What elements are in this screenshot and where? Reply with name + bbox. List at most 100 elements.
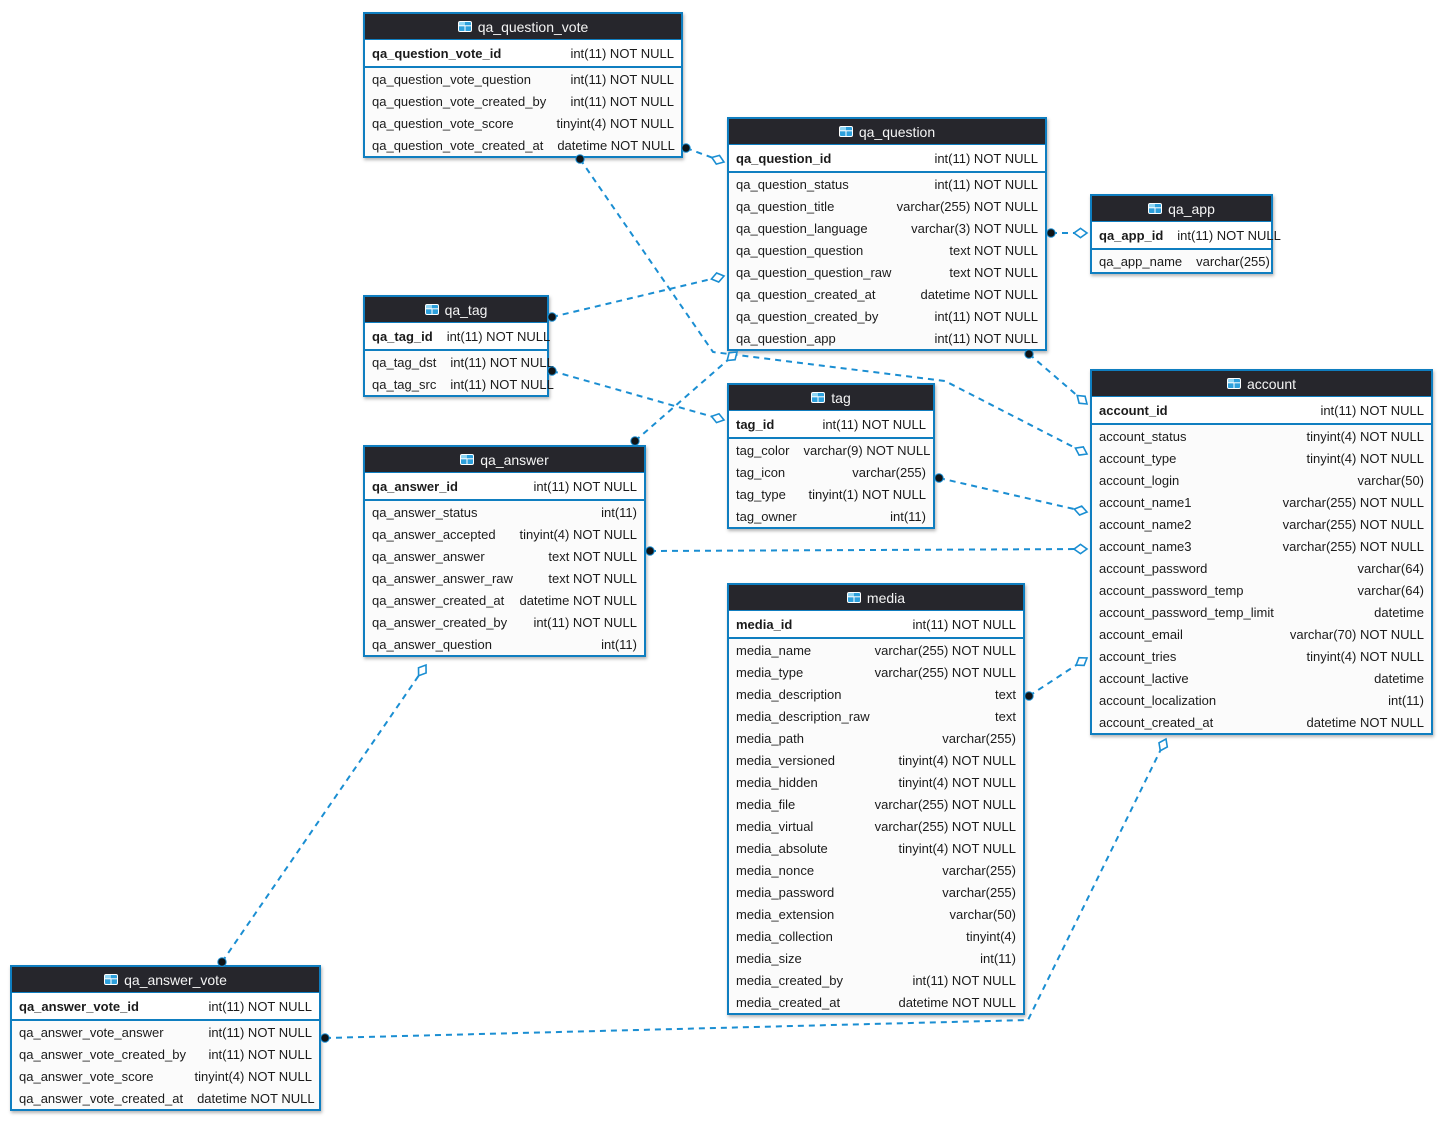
- table-title: qa_tag: [444, 301, 488, 318]
- table-qa_question_vote[interactable]: qa_question_vote qa_question_vote_id int(1…: [363, 12, 683, 158]
- column-name: media_extension: [736, 906, 835, 922]
- column-name: account_status: [1099, 428, 1187, 444]
- column-name: qa_question_vote_created_at: [372, 137, 544, 153]
- column-name: qa_answer_status: [372, 504, 478, 520]
- column-name: qa_question_status: [736, 176, 849, 192]
- column-type: varchar(255) NOT NULL: [874, 664, 1016, 680]
- table-header[interactable]: qa_question_vote: [365, 14, 681, 40]
- column-type: int(11) NOT NULL: [934, 330, 1038, 346]
- relationship-qa_question-to-qa_app: [1046, 227, 1089, 239]
- reference-diamond-marker: [417, 663, 427, 677]
- column-name: account_password_temp_limit: [1099, 604, 1274, 620]
- column-type: int(11) NOT NULL: [1320, 402, 1424, 418]
- column-type: varchar(70) NOT NULL: [1289, 626, 1424, 642]
- column-name: account_localization: [1099, 692, 1217, 708]
- column-type: varchar(9) NOT NULL: [803, 442, 931, 458]
- column-type: int(11) NOT NULL: [450, 354, 554, 370]
- column-name: media_collection: [736, 928, 833, 944]
- reference-diamond-marker: [710, 412, 726, 424]
- column-type: varchar(255) NOT NULL: [874, 796, 1016, 812]
- column-name: qa_answer_vote_answer: [19, 1024, 164, 1040]
- column-type: int(11) NOT NULL: [208, 1046, 312, 1062]
- column-type: int(11) NOT NULL: [533, 478, 637, 494]
- table-header[interactable]: qa_app: [1092, 196, 1271, 222]
- column-name: qa_tag_dst: [372, 354, 437, 370]
- table-grid-icon: [460, 454, 475, 465]
- column-type: int(11): [601, 504, 637, 520]
- fk-dot-marker: [1046, 228, 1056, 238]
- column-name: account_created_at: [1099, 714, 1214, 730]
- table-header[interactable]: media: [729, 585, 1023, 611]
- fk-dot-marker: [1024, 349, 1034, 359]
- table-header[interactable]: qa_answer: [365, 447, 644, 473]
- column-name: qa_answer_answer: [372, 548, 485, 564]
- column-type: int(11): [601, 636, 637, 652]
- column-type: int(11) NOT NULL: [934, 308, 1038, 324]
- column-type: tinyint(4) NOT NULL: [1306, 450, 1424, 466]
- column-type: varchar(255): [942, 862, 1016, 878]
- reference-diamond-marker: [1076, 394, 1089, 405]
- column-type: varchar(3) NOT NULL: [911, 220, 1038, 236]
- table-header[interactable]: account: [1092, 371, 1431, 397]
- fk-dot-marker: [320, 1033, 330, 1043]
- table-header[interactable]: qa_question: [729, 119, 1045, 145]
- table-grid-icon: [811, 392, 826, 403]
- column-name: qa_answer_accepted: [372, 526, 496, 542]
- column-name: qa_answer_vote_score: [19, 1068, 154, 1084]
- table-header[interactable]: tag: [729, 385, 933, 411]
- table-row: account_created_at datetime NOT NULL: [1092, 711, 1431, 733]
- relationship-qa_answer_vote-to-qa_answer: [217, 663, 427, 967]
- column-name: qa_answer_vote_created_by: [19, 1046, 186, 1062]
- column-type: datetime: [1374, 670, 1424, 686]
- column-name: media_nonce: [736, 862, 815, 878]
- table-header[interactable]: qa_answer_vote: [12, 967, 319, 993]
- pk-column-name: qa_question_vote_id: [372, 45, 502, 61]
- column-type: datetime NOT NULL: [1306, 714, 1424, 730]
- table-title: qa_question: [858, 123, 936, 140]
- reference-diamond-marker: [1072, 505, 1089, 516]
- fk-dot-marker: [934, 473, 944, 483]
- table-row: qa_answer_answer text NOT NULL: [365, 545, 644, 567]
- table-grid-icon: [1226, 378, 1241, 389]
- pk-column-name: media_id: [736, 616, 793, 632]
- column-type: int(11): [980, 950, 1016, 966]
- column-type: text NOT NULL: [548, 548, 637, 564]
- table-grid-icon: [1148, 203, 1163, 214]
- table-header[interactable]: qa_tag: [365, 297, 547, 323]
- relationship-qa_tag-to-tag: [547, 366, 726, 424]
- column-name: account_password: [1099, 560, 1208, 576]
- column-name: media_versioned: [736, 752, 836, 768]
- column-name: qa_question_question_raw: [736, 264, 892, 280]
- column-type: int(11) NOT NULL: [208, 998, 312, 1014]
- column-type: int(11) NOT NULL: [570, 71, 674, 87]
- column-type: tinyint(4) NOT NULL: [1306, 648, 1424, 664]
